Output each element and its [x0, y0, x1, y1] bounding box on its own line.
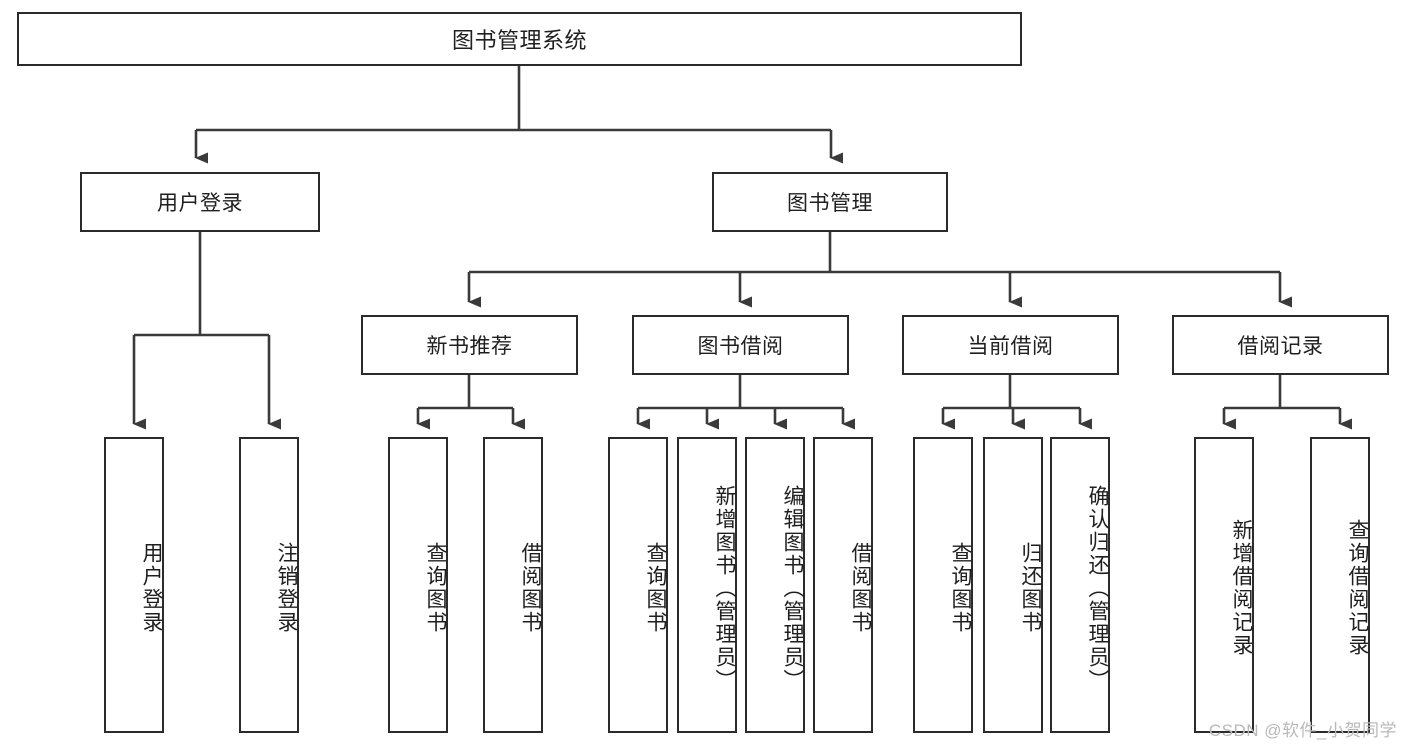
node-book-borrow[interactable]: 图书借阅	[632, 315, 849, 375]
node-book-manage-label: 图书管理	[787, 192, 873, 215]
node-leaf-query-book-2[interactable]: 查询图书	[608, 437, 668, 733]
node-leaf-add-book[interactable]: 新增图书（管理员）	[677, 437, 737, 733]
node-leaf-add-record-label: 新增借阅记录	[1230, 519, 1253, 657]
node-leaf-return-book-label: 归还图书	[1019, 542, 1042, 634]
node-new-book-rec[interactable]: 新书推荐	[361, 315, 578, 375]
node-book-manage[interactable]: 图书管理	[712, 172, 948, 232]
node-borrow-record-label: 借阅记录	[1237, 335, 1324, 358]
node-leaf-query-book-1[interactable]: 查询图书	[388, 437, 448, 733]
node-leaf-edit-book-label: 编辑图书（管理员）	[781, 484, 804, 692]
node-leaf-add-record[interactable]: 新增借阅记录	[1194, 437, 1254, 733]
node-leaf-query-record-label: 查询借阅记录	[1346, 519, 1369, 657]
node-leaf-user-login-label: 用户登录	[140, 542, 163, 634]
node-leaf-borrow-book-1-label: 借阅图书	[519, 542, 542, 634]
node-leaf-user-login[interactable]: 用户登录	[104, 437, 164, 733]
node-book-borrow-label: 图书借阅	[697, 335, 784, 358]
node-user-login-label: 用户登录	[157, 192, 243, 215]
node-leaf-query-book-2-label: 查询图书	[644, 542, 667, 634]
node-root-label: 图书管理系统	[451, 28, 587, 53]
node-user-login[interactable]: 用户登录	[80, 172, 320, 232]
node-leaf-user-logout-label: 注销登录	[275, 542, 298, 634]
node-leaf-query-book-3-label: 查询图书	[949, 542, 972, 634]
node-root[interactable]: 图书管理系统	[17, 12, 1022, 66]
node-leaf-confirm-return-label: 确认归还（管理员）	[1086, 484, 1109, 692]
node-leaf-borrow-book-2[interactable]: 借阅图书	[813, 437, 873, 733]
node-leaf-user-logout[interactable]: 注销登录	[239, 437, 299, 733]
node-current-borrow[interactable]: 当前借阅	[902, 315, 1119, 375]
node-leaf-borrow-book-2-label: 借阅图书	[849, 542, 872, 634]
node-leaf-confirm-return[interactable]: 确认归还（管理员）	[1050, 437, 1110, 733]
node-leaf-return-book[interactable]: 归还图书	[983, 437, 1043, 733]
node-leaf-query-book-1-label: 查询图书	[424, 542, 447, 634]
node-leaf-borrow-book-1[interactable]: 借阅图书	[483, 437, 543, 733]
node-leaf-query-book-3[interactable]: 查询图书	[913, 437, 973, 733]
node-new-book-rec-label: 新书推荐	[426, 335, 513, 358]
watermark-text: CSDN @软件_小贺同学	[1208, 721, 1397, 740]
node-borrow-record[interactable]: 借阅记录	[1172, 315, 1389, 375]
node-current-borrow-label: 当前借阅	[967, 335, 1054, 358]
node-leaf-add-book-label: 新增图书（管理员）	[713, 484, 736, 692]
node-leaf-edit-book[interactable]: 编辑图书（管理员）	[745, 437, 805, 733]
node-leaf-query-record[interactable]: 查询借阅记录	[1310, 437, 1370, 733]
